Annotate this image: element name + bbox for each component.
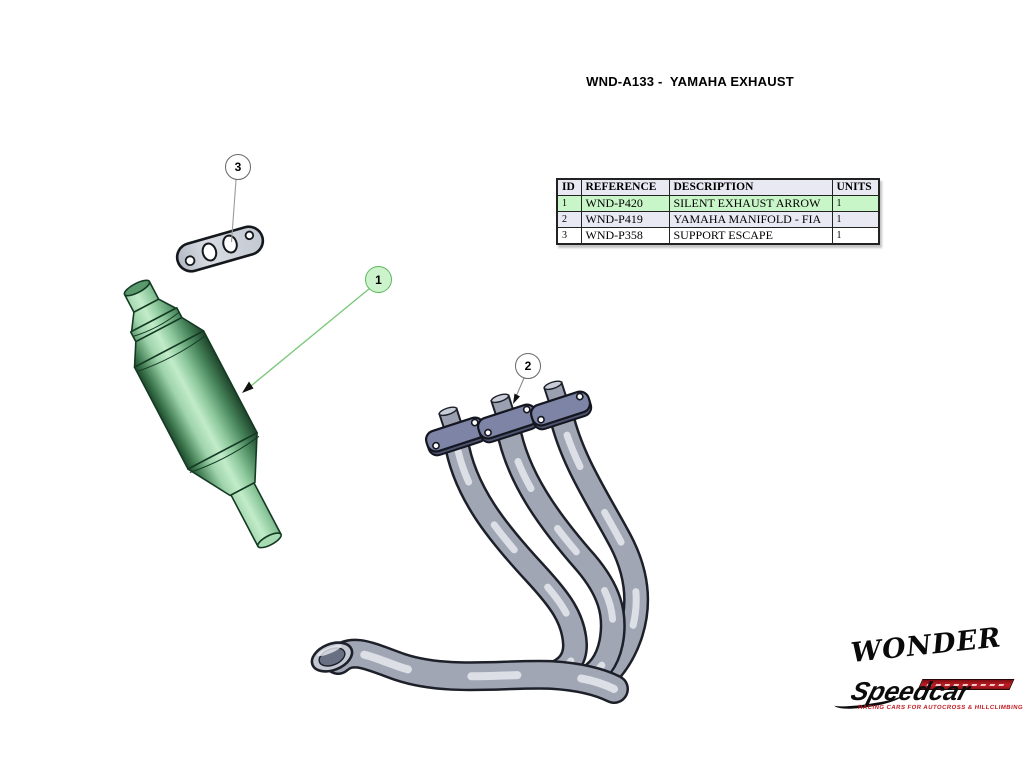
cell-reference: WND-P419 [580,211,670,228]
col-header-id: ID [556,178,582,196]
bom-table: ID REFERENCE DESCRIPTION UNITS 1 WND-P42… [556,178,880,245]
wonder-logo: WONDER [846,622,1006,680]
col-header-description: DESCRIPTION [668,178,833,196]
cell-id: 3 [556,227,582,245]
cell-description: SILENT EXHAUST ARROW [668,195,833,212]
callout-balloon-3: 3 [225,154,251,180]
leader-lines [230,179,525,404]
wonder-logo-text: WONDER [849,622,1002,669]
bom-row-2: 2 WND-P419 YAMAHA MANIFOLD - FIA 1 [556,211,880,228]
bom-row-3: 3 WND-P358 SUPPORT ESCAPE 1 [556,227,880,245]
support-bracket-part [175,225,265,273]
leader-arrowhead-2 [513,393,520,404]
speedcar-tagline: RACING CARS FOR AUTOCROSS & HILLCLIMBING [857,705,1024,711]
cell-id: 2 [556,211,582,228]
manifold-flange-1 [425,406,488,457]
cell-description: SUPPORT ESCAPE [668,227,833,245]
cell-units: 1 [831,211,880,228]
col-header-reference: REFERENCE [580,178,670,196]
bom-header-row: ID REFERENCE DESCRIPTION UNITS [556,178,880,196]
leader-line-1 [245,287,370,391]
callout-balloon-2: 2 [515,353,541,379]
collector-outlet-flange [310,641,354,673]
col-header-units: UNITS [831,178,880,196]
silencer-part [123,279,282,549]
cell-reference: WND-P358 [580,227,670,245]
cell-description: YAMAHA MANIFOLD - FIA [668,211,833,228]
callout-balloon-1: 1 [365,266,392,293]
bom-row-1: 1 WND-P420 SILENT EXHAUST ARROW 1 [556,195,880,212]
speedcar-logo-text: Speedcar [847,676,974,706]
leader-arrowhead-1 [242,381,254,393]
cell-units: 1 [831,227,880,245]
cell-reference: WND-P420 [580,195,670,212]
manifold-flange-2 [477,393,540,444]
leader-line-3 [230,179,237,243]
manifold-flange-3 [530,380,593,431]
cell-id: 1 [556,195,582,212]
manifold-part [310,380,650,704]
speedcar-logo: Speedcar RACING CARS FOR AUTOCROSS & HIL… [833,676,1023,722]
cell-units: 1 [831,195,880,212]
page-title: WND-A133 - YAMAHA EXHAUST [586,74,794,89]
